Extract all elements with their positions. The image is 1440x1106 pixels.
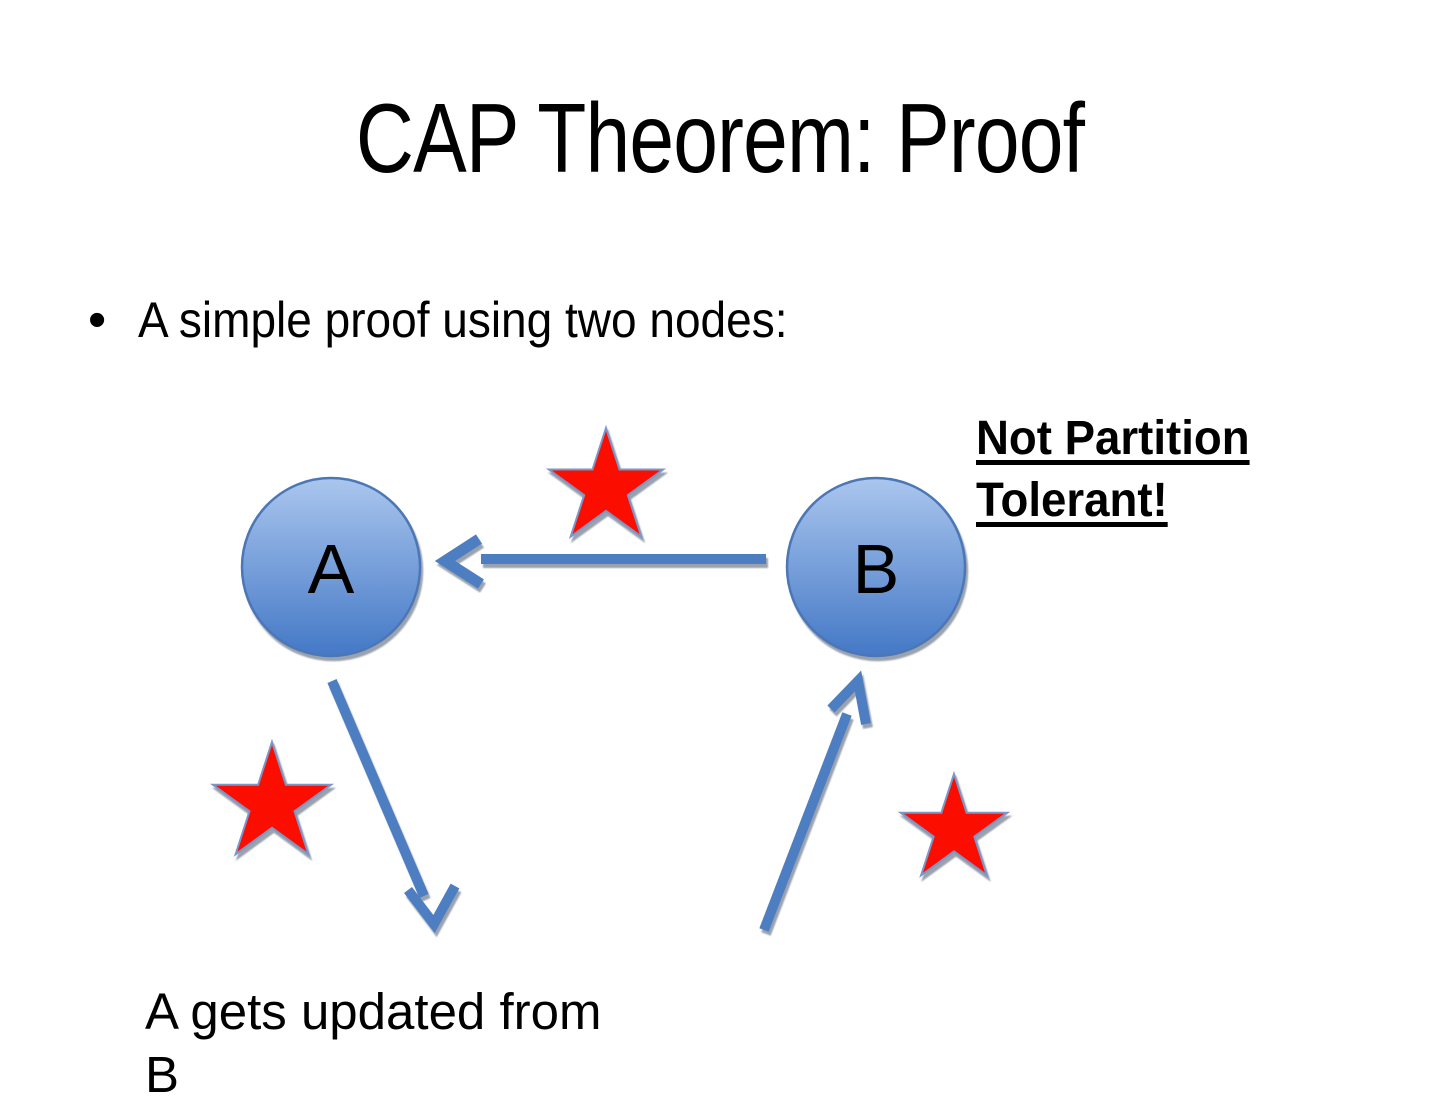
slide: CAP Theorem: Proof • A simple proof usin… <box>88 83 1318 1103</box>
not-partition-tolerant-callout: Not Partition Tolerant! <box>976 408 1318 532</box>
node-a-circle <box>240 476 422 658</box>
node-b-circle <box>785 476 967 658</box>
slide-title: CAP Theorem: Proof <box>355 83 1085 193</box>
arrow-left-head-icon <box>434 534 484 589</box>
arrow-down-head-icon <box>404 883 460 934</box>
diagram-canvas <box>209 424 1011 934</box>
callout-line-2: Tolerant! <box>976 474 1168 527</box>
bullet-item: • A simple proof using two nodes: <box>88 292 844 348</box>
bullet-icon: • <box>88 291 107 349</box>
node-b-label: B <box>852 530 900 608</box>
callout-line-1: Not Partition <box>976 412 1250 465</box>
node-a-label: A <box>307 530 355 608</box>
partition-star-top-icon <box>545 424 667 540</box>
update-caption: A gets updated from B <box>145 980 601 1106</box>
arrow-up-to-b <box>759 670 871 932</box>
bullet-text: A simple proof using two nodes: <box>138 292 788 348</box>
arrow-a-down <box>327 679 460 934</box>
arrow-up-head-icon <box>827 670 871 725</box>
caption-line-1: A gets updated from <box>145 983 602 1040</box>
partition-star-right-icon <box>897 770 1011 878</box>
arrow-a-down-shaft <box>327 679 429 898</box>
partition-star-left-icon <box>209 738 335 857</box>
arrow-b-to-a <box>434 534 766 589</box>
caption-line-2: B <box>145 1046 180 1103</box>
arrow-up-to-b-shaft <box>759 712 852 932</box>
